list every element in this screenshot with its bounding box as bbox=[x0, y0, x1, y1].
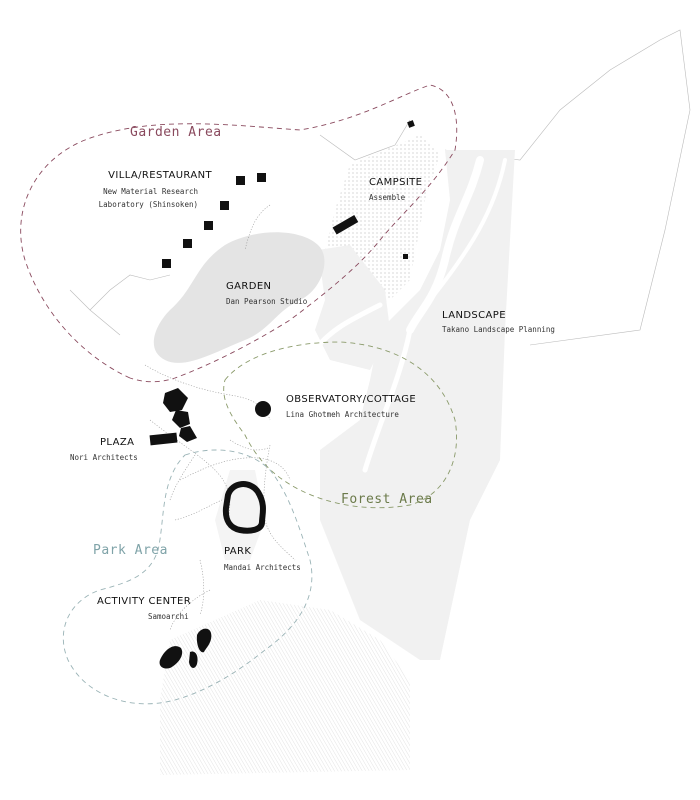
observatory-title: OBSERVATORY/COTTAGE bbox=[286, 394, 417, 405]
buildings bbox=[149, 120, 415, 669]
roads bbox=[312, 156, 507, 473]
activity-building bbox=[159, 646, 183, 669]
villa-title: VILLA/RESTAURANT bbox=[108, 170, 212, 181]
park-area-boundary bbox=[63, 449, 313, 705]
park-subtitle: Mandai Architects bbox=[224, 563, 301, 572]
activity-building bbox=[196, 628, 212, 653]
forest-area-label: Forest Area bbox=[341, 492, 433, 507]
villa-building bbox=[162, 259, 171, 268]
villa-building bbox=[220, 201, 229, 210]
activity-center-subtitle: Samoarchi bbox=[148, 612, 189, 621]
garden-shape bbox=[153, 232, 325, 363]
campsite-building bbox=[403, 254, 408, 259]
observatory-subtitle: Lina Ghotmeh Architecture bbox=[286, 410, 399, 419]
campsite-building bbox=[332, 215, 359, 235]
campsite-title: CAMPSITE bbox=[369, 177, 423, 188]
area-boundaries bbox=[20, 84, 458, 705]
activity-center-title: ACTIVITY CENTER bbox=[97, 596, 192, 607]
plaza-title: PLAZA bbox=[100, 437, 135, 448]
park-zone bbox=[160, 600, 410, 775]
garden-area-label: Garden Area bbox=[130, 125, 222, 140]
garden-subtitle: Dan Pearson Studio bbox=[226, 297, 308, 306]
campsite-subtitle: Assemble bbox=[369, 193, 406, 202]
ground-shapes bbox=[160, 135, 515, 775]
plaza-building bbox=[179, 426, 197, 442]
road-band bbox=[315, 245, 390, 370]
plaza-building bbox=[163, 388, 188, 412]
villa-subtitle-line1: New Material Research bbox=[103, 187, 198, 196]
landscape-subtitle: Takano Landscape Planning bbox=[442, 325, 555, 334]
forest-area-boundary bbox=[223, 341, 457, 509]
observatory-building bbox=[255, 401, 271, 417]
campsite-building bbox=[407, 120, 415, 128]
plaza-subtitle: Nori Architects bbox=[70, 453, 138, 462]
park-area-label: Park Area bbox=[93, 543, 168, 558]
landscape-corridor bbox=[320, 150, 515, 660]
park-title: PARK bbox=[224, 546, 252, 557]
villa-building bbox=[236, 176, 245, 185]
villa-building bbox=[257, 173, 266, 182]
landscape-title: LANDSCAPE bbox=[442, 310, 506, 321]
plaza-building bbox=[149, 432, 178, 446]
villa-building bbox=[183, 239, 192, 248]
activity-building bbox=[189, 651, 198, 668]
park-loop-building bbox=[222, 481, 266, 534]
plaza-building bbox=[172, 410, 190, 428]
villa-building bbox=[204, 221, 213, 230]
villa-subtitle-line2: Laboratory (Shinsoken) bbox=[98, 200, 198, 209]
garden-title: GARDEN bbox=[226, 281, 272, 292]
